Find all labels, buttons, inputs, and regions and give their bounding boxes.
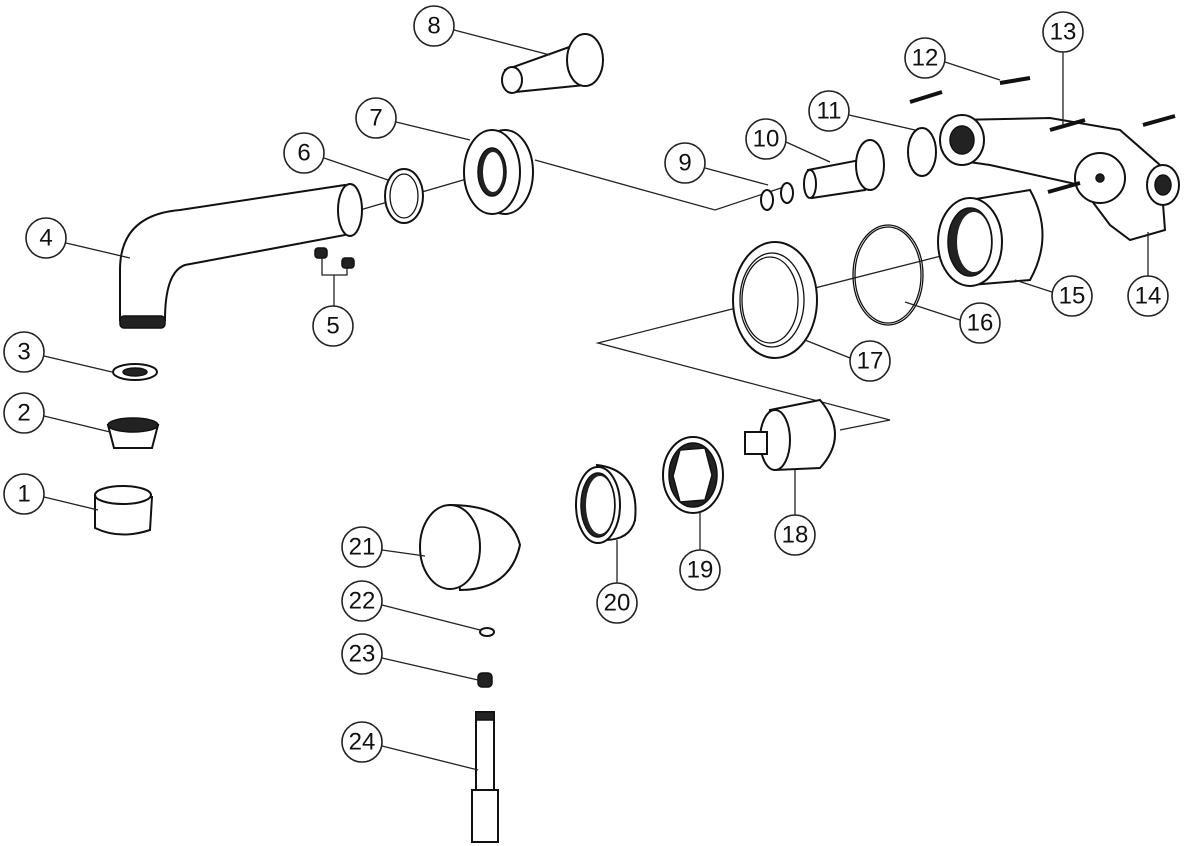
part-14-wall-box [939, 114, 1180, 242]
callout-12: 12 [904, 37, 946, 79]
svg-text:2: 2 [17, 400, 30, 427]
callout-18: 18 [774, 514, 816, 556]
callout-15: 15 [1051, 275, 1093, 317]
part-12-screws [909, 76, 1176, 194]
svg-text:1: 1 [17, 481, 30, 508]
svg-text:18: 18 [782, 522, 809, 549]
leader-lines [43, 29, 1149, 771]
svg-text:20: 20 [604, 590, 631, 617]
part-21-handle-knob [419, 503, 522, 592]
svg-text:4: 4 [39, 225, 52, 252]
callout-17: 17 [849, 340, 891, 382]
svg-text:5: 5 [326, 313, 339, 340]
svg-text:16: 16 [967, 310, 994, 337]
part-7-flange [463, 129, 534, 215]
svg-text:9: 9 [678, 150, 691, 177]
part-5-grub-screws [314, 247, 355, 306]
part-18-mixer-cartridge [744, 398, 836, 472]
callout-1: 1 [3, 473, 45, 515]
svg-text:15: 15 [1059, 283, 1086, 310]
callout-3: 3 [3, 331, 45, 373]
svg-text:24: 24 [349, 729, 376, 756]
callout-9: 9 [664, 142, 706, 184]
svg-text:14: 14 [1135, 283, 1162, 310]
callout-20: 20 [596, 582, 638, 624]
part-20-dome-cover [575, 463, 637, 544]
callout-21: 21 [341, 526, 383, 568]
svg-text:10: 10 [753, 126, 780, 153]
callout-4: 4 [25, 217, 67, 259]
callout-5: 5 [312, 305, 354, 347]
callout-23: 23 [341, 633, 383, 675]
svg-text:11: 11 [817, 98, 842, 125]
callout-22: 22 [341, 580, 383, 622]
callout-24: 24 [341, 721, 383, 763]
svg-text:6: 6 [297, 140, 310, 167]
callout-13: 13 [1042, 11, 1084, 53]
callout-14: 14 [1127, 275, 1169, 317]
part-16-seal-ring [852, 224, 924, 326]
part-9-o-rings [760, 182, 794, 211]
svg-text:22: 22 [349, 588, 376, 615]
part-11-o-ring [907, 127, 937, 177]
svg-text:17: 17 [857, 348, 884, 375]
part-17-cover-plate [732, 241, 818, 359]
callout-8: 8 [413, 5, 455, 47]
svg-text:13: 13 [1050, 19, 1077, 46]
part-23-nut [477, 672, 493, 688]
callout-2: 2 [3, 392, 45, 434]
callout-16: 16 [959, 302, 1001, 344]
part-24-spindle [471, 711, 499, 843]
svg-text:21: 21 [349, 534, 376, 561]
callout-10: 10 [745, 118, 787, 160]
part-1-aerator-housing [94, 485, 154, 536]
svg-text:12: 12 [912, 45, 939, 72]
callout-7: 7 [355, 97, 397, 139]
svg-text:23: 23 [349, 641, 376, 668]
part-19-nut [662, 436, 724, 514]
part-4-spout [119, 183, 363, 329]
part-13-screw [1049, 118, 1086, 132]
part-15-sleeve [937, 188, 1044, 287]
callout-6: 6 [283, 132, 325, 174]
part-2-aerator [106, 417, 160, 449]
part-8-handle-pin [501, 33, 604, 94]
svg-text:7: 7 [369, 105, 382, 132]
svg-text:3: 3 [17, 339, 30, 366]
part-10-cartridge-valve [803, 139, 885, 200]
svg-text:8: 8 [427, 13, 440, 40]
part-3-washer [112, 363, 158, 381]
callout-11: 11 [808, 90, 850, 132]
part-22-washer [479, 627, 495, 637]
callout-19: 19 [679, 549, 721, 591]
svg-text:19: 19 [687, 557, 714, 584]
assembly-line-upper [534, 159, 791, 211]
part-6-o-ring [384, 168, 424, 224]
